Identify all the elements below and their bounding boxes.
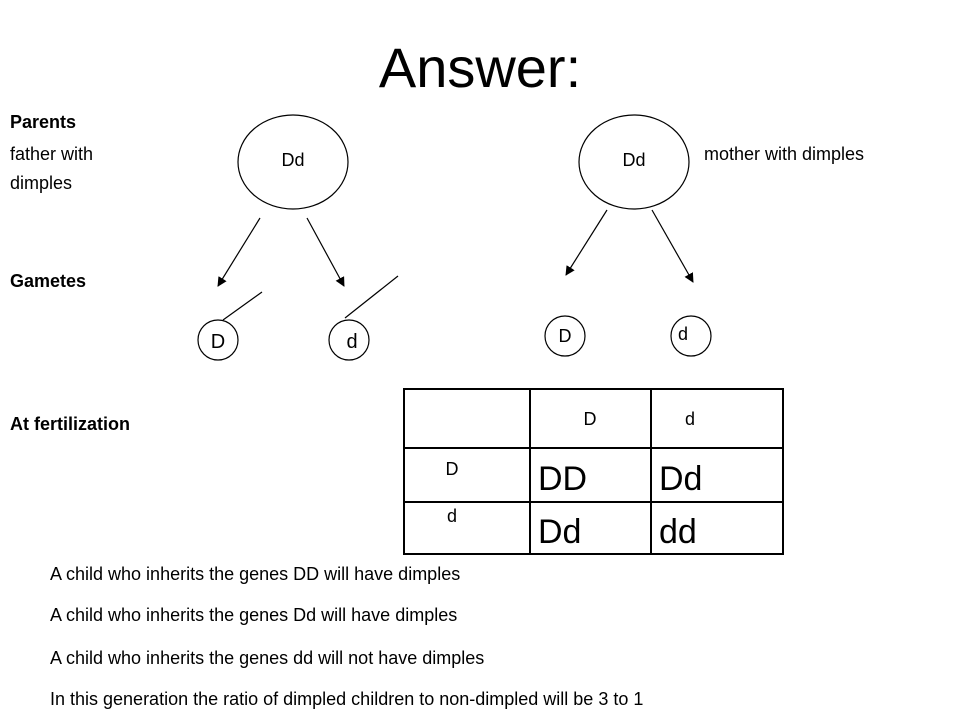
punnett-cell-DD: DD xyxy=(538,460,587,498)
father-gamete-d-circle xyxy=(328,319,370,361)
father-gamete-d-label: d xyxy=(346,331,357,353)
mother-arrow-right xyxy=(651,209,694,283)
father-label-line2: dimples xyxy=(10,173,73,193)
father-label-line1: father with xyxy=(10,144,94,164)
mother-circle xyxy=(578,114,690,210)
father-gamete-d: d xyxy=(328,275,399,361)
punnett-square: D d D d DD Dd Dd dd xyxy=(403,388,784,555)
gametes-label: Gametes xyxy=(10,271,87,291)
conclusion-Dd-dimples: A child who inherits the genes Dd will h… xyxy=(50,605,458,625)
punnett-cell-Dd-top: Dd xyxy=(659,460,702,498)
mother-gamete-D-label: D xyxy=(559,326,572,346)
conclusion-dd-no-dimples: A child who inherits the genes dd will n… xyxy=(50,648,485,668)
mother-label: mother with dimples xyxy=(704,144,865,164)
father-arrow-left xyxy=(217,217,261,287)
father-gamete-D-tail xyxy=(222,291,263,321)
punnett-col-header-d: d xyxy=(685,409,695,429)
punnett-col-header-D: D xyxy=(584,409,597,429)
parents-label: Parents xyxy=(10,112,77,132)
father-circle xyxy=(237,114,349,210)
page-title: Answer: xyxy=(378,36,582,99)
father-gamete-D-label: D xyxy=(211,331,225,353)
father-gamete-D-circle xyxy=(197,319,239,361)
mother-gamete-d-label: d xyxy=(678,324,688,344)
conclusion-ratio: In this generation the ratio of dimpled … xyxy=(50,689,644,709)
father-gamete-D: D xyxy=(197,291,263,361)
mother-node: Dd xyxy=(578,114,690,210)
punnett-cell-Dd-bottom: Dd xyxy=(538,513,581,551)
punnett-cell-dd: dd xyxy=(659,513,697,551)
mother-gamete-d-circle xyxy=(670,315,712,357)
punnett-row-header-D: D xyxy=(446,459,459,479)
father-node: Dd xyxy=(237,114,349,210)
mother-gamete-d: d xyxy=(670,315,712,357)
father-arrow-right xyxy=(306,217,345,287)
conclusion-dd-dimples: A child who inherits the genes DD will h… xyxy=(50,564,461,584)
mother-gamete-D: D xyxy=(544,315,586,357)
mother-gamete-D-circle xyxy=(544,315,586,357)
punnett-border xyxy=(403,388,784,555)
father-gamete-d-tail xyxy=(344,275,399,319)
mother-arrow-left xyxy=(565,209,608,276)
fertilization-label: At fertilization xyxy=(10,414,130,434)
punnett-row-header-d: d xyxy=(447,506,457,526)
mother-genotype: Dd xyxy=(622,150,645,170)
father-genotype: Dd xyxy=(281,150,304,170)
